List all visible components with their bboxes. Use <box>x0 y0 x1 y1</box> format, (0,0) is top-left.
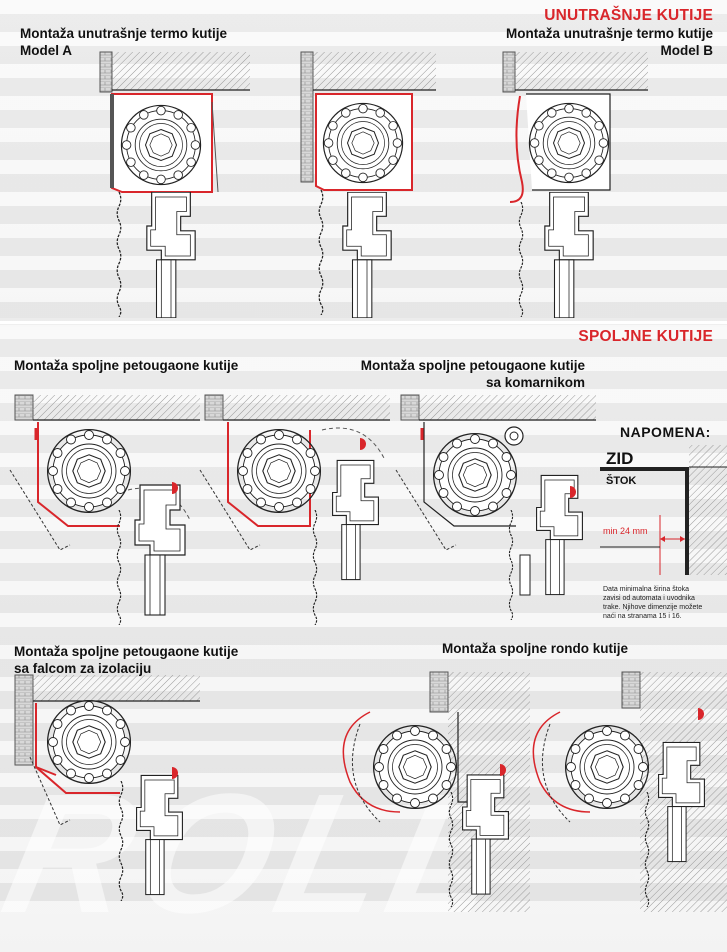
caption-model-a: Montaža unutrašnje termo kutije Model A <box>20 26 228 58</box>
note-wall-label: ZID <box>606 449 634 468</box>
note-min-width: min 24 mm <box>603 526 648 536</box>
caption-ext-pentagonal: Montaža spoljne petougaone kutije <box>14 358 239 373</box>
caption-ext-pentagonal-rebate: Montaža spoljne petougaone kutije sa fal… <box>14 644 239 676</box>
diagram-ext-rondo-1 <box>342 671 530 912</box>
diagram-ext-rondo-2 <box>532 671 727 912</box>
diagram-ext-pentagonal-rebate <box>14 674 200 901</box>
caption-ext-rondo: Montaža spoljne rondo kutije <box>442 641 629 656</box>
diagram-interior-model-b <box>502 51 648 318</box>
diagram-interior-model-a-variant <box>300 51 436 318</box>
diagram-ext-pentagonal <box>9 394 200 625</box>
note-frame-label: ŠTOK <box>606 475 637 487</box>
caption-model-b: Montaža unutrašnje termo kutije Model B <box>505 26 713 58</box>
exterior-section-title: SPOLJNE KUTIJE <box>578 328 713 345</box>
caption-ext-pentagonal-mosquito: Montaža spoljne petougaone kutije sa kom… <box>360 358 585 390</box>
interior-section-title: UNUTRAŠNJE KUTIJE <box>544 7 713 24</box>
diagram-ext-pentagonal-mosquito <box>395 394 596 620</box>
section-divider <box>0 321 727 324</box>
diagram-ext-pentagonal-2 <box>199 394 390 625</box>
note-title: NAPOMENA: <box>620 424 711 440</box>
note-text: Data minimalna širina štoka zavisi od au… <box>603 586 703 620</box>
diagram-interior-model-a <box>99 51 250 318</box>
diagram-note-wall-frame <box>600 445 727 575</box>
